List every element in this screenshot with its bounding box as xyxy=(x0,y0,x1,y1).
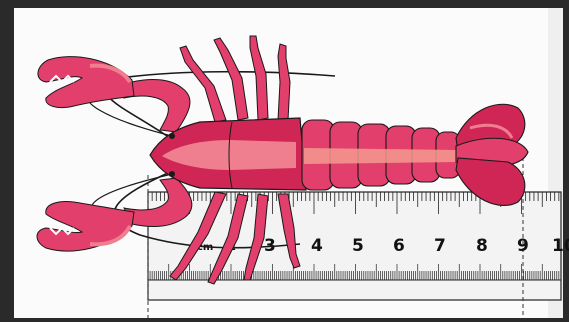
ruler-label-6: 6 xyxy=(393,236,405,256)
eye-upper xyxy=(169,133,175,139)
ruler-label-4: 4 xyxy=(311,236,323,256)
ruler-label-8: 8 xyxy=(476,236,488,256)
ruler-label-10: 10 xyxy=(552,236,569,256)
ruler-label-5: 5 xyxy=(352,236,364,256)
ruler-label-9: 9 xyxy=(517,236,529,256)
ruler-label-7: 7 xyxy=(434,236,446,256)
eye-lower xyxy=(169,171,175,177)
abdomen-stripe xyxy=(304,148,458,164)
